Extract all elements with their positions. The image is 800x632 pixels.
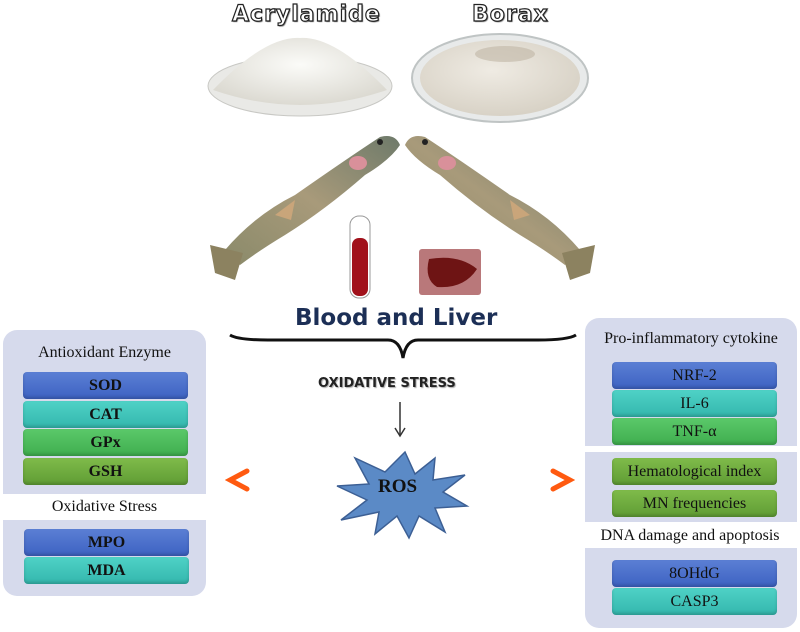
marker-sod: SOD — [23, 372, 188, 399]
marker-cat: CAT — [23, 401, 188, 428]
borax-label: Borax — [471, 1, 549, 27]
marker-gsh: GSH — [23, 458, 188, 485]
ros-label: ROS — [378, 476, 418, 497]
organs-label: Blood and Liver — [295, 305, 498, 331]
marker-gpx: GPx — [23, 429, 188, 456]
marker-il6: IL-6 — [612, 390, 777, 417]
marker-mda: MDA — [24, 557, 189, 584]
oxidative-stress-heading: Oxidative Stress — [51, 498, 158, 515]
liver-image — [419, 249, 481, 295]
fish-right-image — [405, 136, 595, 280]
marker-hematological-index: Hematological index — [612, 458, 777, 485]
marker-mpo: MPO — [24, 529, 189, 556]
antioxidant-heading: Antioxidant Enzyme — [38, 344, 171, 361]
borax-powder-image — [411, 33, 589, 123]
left-arrow-icon — [225, 468, 323, 492]
marker-nrf2: NRF-2 — [612, 362, 777, 389]
blood-tube-icon — [349, 215, 371, 299]
marker-casp3: CASP3 — [612, 588, 777, 615]
dna-damage-heading: DNA damage and apoptosis — [600, 527, 780, 544]
marker-mn-frequencies: MN frequencies — [612, 490, 777, 517]
marker-8ohdg: 8OHdG — [612, 560, 777, 587]
fish-left-image — [210, 136, 400, 280]
marker-tnf-alpha: TNF-α — [612, 418, 777, 445]
acrylamide-powder-image — [207, 37, 393, 117]
cytokine-heading: Pro-inflammatory cytokine — [604, 330, 778, 347]
down-arrow-icon — [394, 402, 406, 438]
ros-starburst — [336, 450, 470, 540]
oxidative-stress-label: OXIDATIVE STRESS — [318, 376, 456, 391]
acrylamide-label: Acrylamide — [231, 1, 381, 27]
curly-brace — [229, 333, 577, 359]
right-arrow-icon — [477, 468, 575, 492]
